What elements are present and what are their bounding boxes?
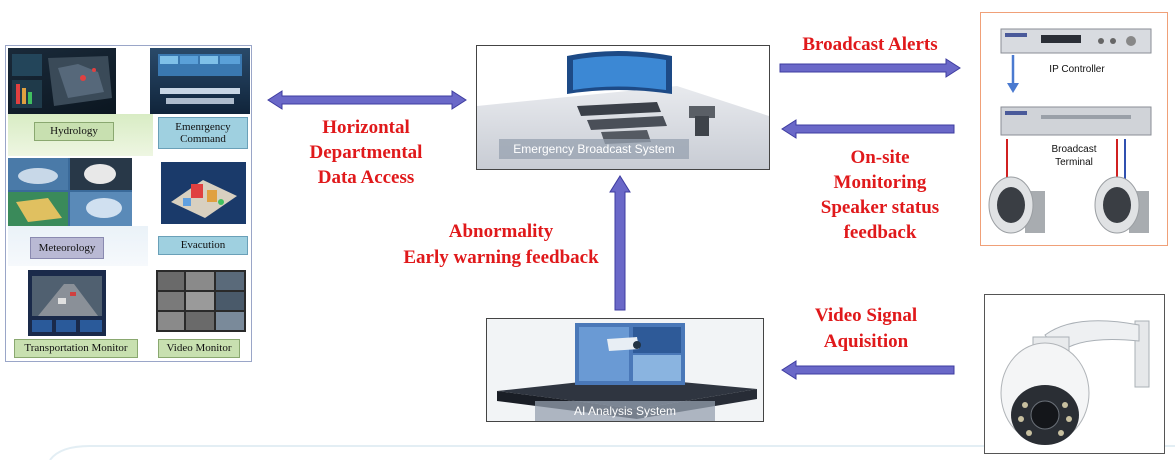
horizontal-access-label-line2: Departmental: [309, 142, 423, 163]
onsite-monitoring-label-line1: On-site: [850, 147, 910, 168]
department-data-panel: Hydrology Emenrgency Command Meteorology: [5, 45, 252, 362]
broadcast-terminal-label-line1: Broadcast: [1051, 144, 1097, 155]
hydrology-image: [8, 48, 116, 114]
video-monitor-image: [156, 270, 246, 332]
horizontal-access-label-line1: Horizontal: [322, 117, 410, 138]
broadcast-terminal-label-line2: Terminal: [1055, 157, 1093, 168]
meteorology-label: Meteorology: [30, 237, 104, 259]
broadcast-alerts-arrow: [779, 58, 961, 78]
abnormality-feedback-arrow: [609, 175, 631, 311]
broadcast-alerts-label: Broadcast Alerts: [802, 34, 938, 55]
horizontal-access-label-line3: Data Access: [317, 167, 415, 188]
video-signal-arrow: [781, 360, 955, 380]
video-signal-label-line2: Aquisition: [823, 331, 909, 352]
broadcast-hardware-graphic: [988, 28, 1152, 234]
ip-controller-label: IP Controller: [1049, 64, 1105, 75]
abnormality-label-line1: Abnormality: [448, 221, 554, 242]
ptz-camera-graphic: [1000, 320, 1150, 445]
transportation-monitor-label: Transportation Monitor: [14, 339, 138, 358]
command-center-graphic: [158, 54, 242, 104]
onsite-monitoring-label-line2: Monitoring: [833, 172, 927, 193]
transportation-monitor-image: [28, 270, 106, 336]
ai-analysis-system-box: AI Analysis System: [486, 318, 764, 422]
evacuation-label: Evacution: [158, 236, 248, 255]
ai-server-graphic: [487, 319, 763, 421]
broadcast-device-box: IP Controller Broadcast Terminal: [980, 12, 1168, 246]
evacuation-map-graphic: [171, 180, 237, 218]
emergency-command-label: Emenrgency Command: [158, 117, 248, 149]
emergency-broadcast-system-box: Emergency Broadcast System: [476, 45, 770, 170]
satellite-weather-graphic: [8, 158, 132, 226]
traffic-video-graphic: [32, 276, 102, 332]
horizontal-access-double-arrow: [267, 90, 467, 110]
video-wall-graphic: [158, 272, 244, 330]
ptz-camera-box: [984, 294, 1165, 454]
emergency-broadcast-system-label: Emergency Broadcast System: [499, 139, 689, 159]
evacuation-image: [161, 162, 246, 224]
ai-analysis-system-label: AI Analysis System: [535, 401, 715, 421]
emergency-command-image: [150, 48, 250, 114]
onsite-monitoring-label-line4: feedback: [843, 222, 917, 243]
video-signal-label-line1: Video Signal: [814, 305, 918, 326]
meteorology-image: [8, 158, 132, 226]
hydrology-map-graphic: [12, 54, 112, 108]
onsite-monitoring-label-line3: Speaker status: [820, 197, 940, 218]
video-monitor-label: Video Monitor: [158, 339, 240, 358]
hydrology-label: Hydrology: [34, 122, 114, 141]
monitoring-feedback-arrow: [781, 119, 955, 139]
abnormality-label-line2: Early warning feedback: [403, 247, 599, 268]
